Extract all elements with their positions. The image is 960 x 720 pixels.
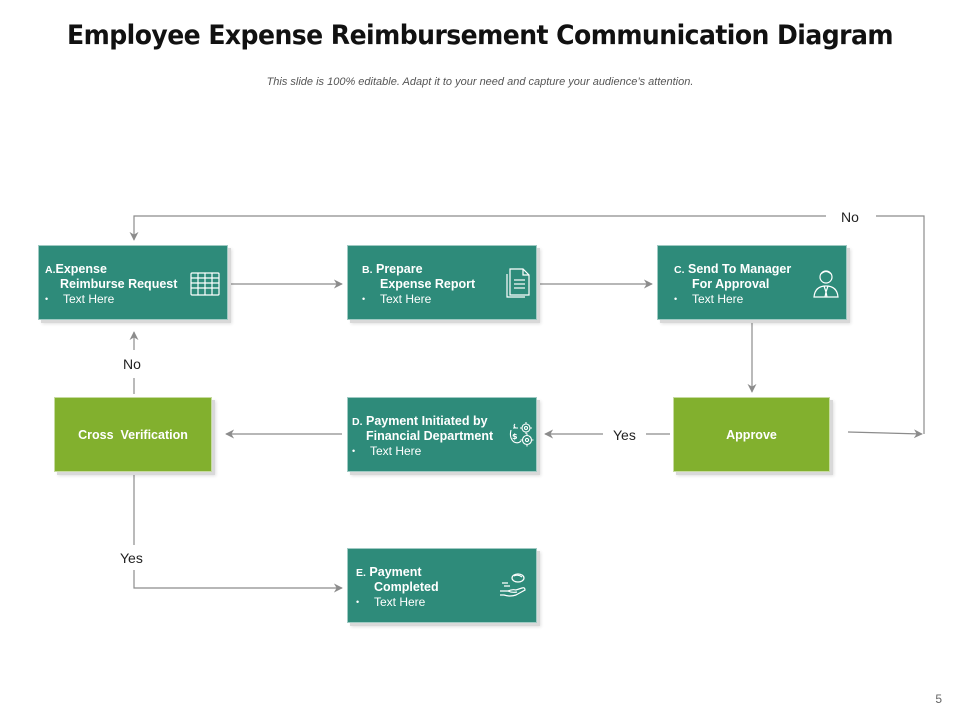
edge-label-no-top: No: [841, 209, 859, 225]
step-title-line1: Payment Initiated by: [365, 414, 488, 428]
step-title-line2: Completed: [374, 580, 439, 594]
step-letter: D.: [352, 416, 363, 428]
manager-icon: [812, 268, 840, 301]
step-title-line1: Send To Manager: [687, 262, 792, 276]
step-bullet-text: Text Here: [374, 595, 426, 609]
edge-label-yes-bottom: Yes: [120, 550, 143, 566]
page-number: 5: [935, 692, 942, 706]
edge-label-yes-middle: Yes: [613, 427, 636, 443]
bullet-dot: •: [356, 597, 360, 607]
approve-box: Approve: [673, 397, 830, 472]
slide-title: Employee Expense Reimbursement Communica…: [67, 20, 894, 51]
document-icon: [506, 268, 532, 301]
step-b-prepare-expense-report: B. Prepare Expense Report • Text Here: [347, 245, 537, 320]
bullet-dot: •: [674, 294, 678, 304]
cross-verification-box: Cross Verification: [54, 397, 212, 472]
edge-label-no-left: No: [123, 356, 141, 372]
step-e-payment-completed: E. Payment Completed • Text Here: [347, 548, 537, 623]
spreadsheet-icon: [190, 272, 220, 299]
cross-verification-label: Cross Verification: [78, 427, 188, 442]
slide-subtitle: This slide is 100% editable. Adapt it to…: [266, 76, 694, 88]
loop-no-top: [876, 215, 925, 434]
step-a-expense-reimburse-request: A.Expense Reimburse Request • Text Here: [38, 245, 228, 320]
step-title-line1: Expense: [55, 262, 107, 276]
step-title-line2: Expense Report: [380, 277, 476, 291]
step-bullet-text: Text Here: [692, 292, 744, 306]
step-d-payment-initiated: D. Payment Initiated by Financial Depart…: [347, 397, 537, 472]
step-letter: C.: [674, 264, 685, 276]
approve-label: Approve: [726, 427, 777, 442]
step-title-line2: Reimburse Request: [60, 277, 178, 291]
money-gears-icon: $: [508, 420, 534, 451]
step-title-line2: For Approval: [692, 277, 770, 291]
step-title-line1: Payment: [369, 565, 422, 579]
step-letter: A.: [45, 264, 56, 276]
step-bullet-text: Text Here: [380, 292, 432, 306]
svg-text:$: $: [512, 432, 518, 441]
step-letter: E.: [356, 567, 366, 579]
bullet-dot: •: [352, 446, 356, 456]
step-letter: B.: [362, 264, 373, 276]
step-title-line2: Financial Department: [366, 429, 494, 443]
hand-coin-icon: [498, 571, 530, 604]
loop-no-top-left: [129, 215, 826, 241]
step-c-send-to-manager: C. Send To Manager For Approval • Text He…: [657, 245, 847, 320]
arrow-cross-to-e: [133, 570, 343, 593]
step-title-line1: Prepare: [375, 262, 423, 276]
step-bullet-text: Text Here: [370, 444, 422, 458]
step-bullet-text: Text Here: [63, 292, 115, 306]
bullet-dot: •: [45, 294, 49, 304]
arrow-approve-out: [847, 429, 923, 439]
bullet-dot: •: [362, 294, 366, 304]
